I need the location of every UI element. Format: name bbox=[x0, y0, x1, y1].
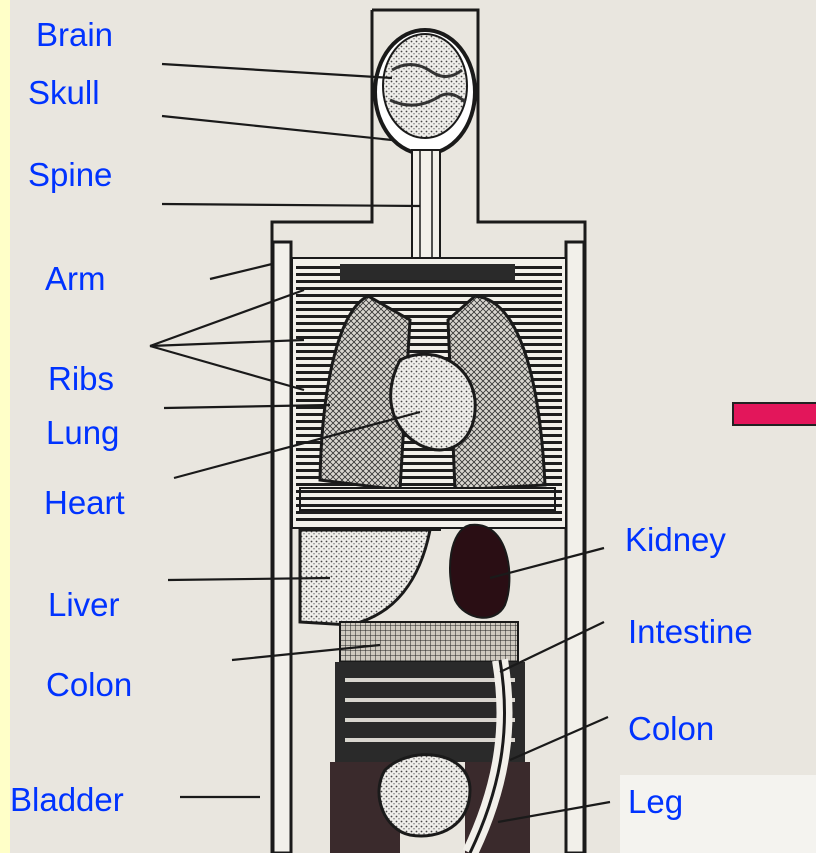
label-colon-left: Colon bbox=[46, 668, 132, 701]
diaphragm bbox=[300, 488, 555, 510]
label-spine: Spine bbox=[28, 158, 112, 191]
label-kidney: Kidney bbox=[625, 523, 726, 556]
label-skull: Skull bbox=[28, 76, 100, 109]
colon-block bbox=[340, 622, 518, 662]
label-liver: Liver bbox=[48, 588, 120, 621]
label-ribs: Ribs bbox=[48, 362, 114, 395]
label-colon-right: Colon bbox=[628, 712, 714, 745]
label-leg: Leg bbox=[628, 785, 683, 818]
label-lung: Lung bbox=[46, 416, 119, 449]
label-intestine: Intestine bbox=[628, 615, 753, 648]
kidney bbox=[450, 525, 509, 618]
label-heart: Heart bbox=[44, 486, 125, 519]
bladder bbox=[379, 755, 470, 836]
label-brain: Brain bbox=[36, 18, 113, 51]
skull bbox=[375, 30, 475, 154]
label-bladder: Bladder bbox=[10, 783, 124, 816]
pointer-bar bbox=[732, 402, 816, 426]
label-arm: Arm bbox=[45, 262, 106, 295]
